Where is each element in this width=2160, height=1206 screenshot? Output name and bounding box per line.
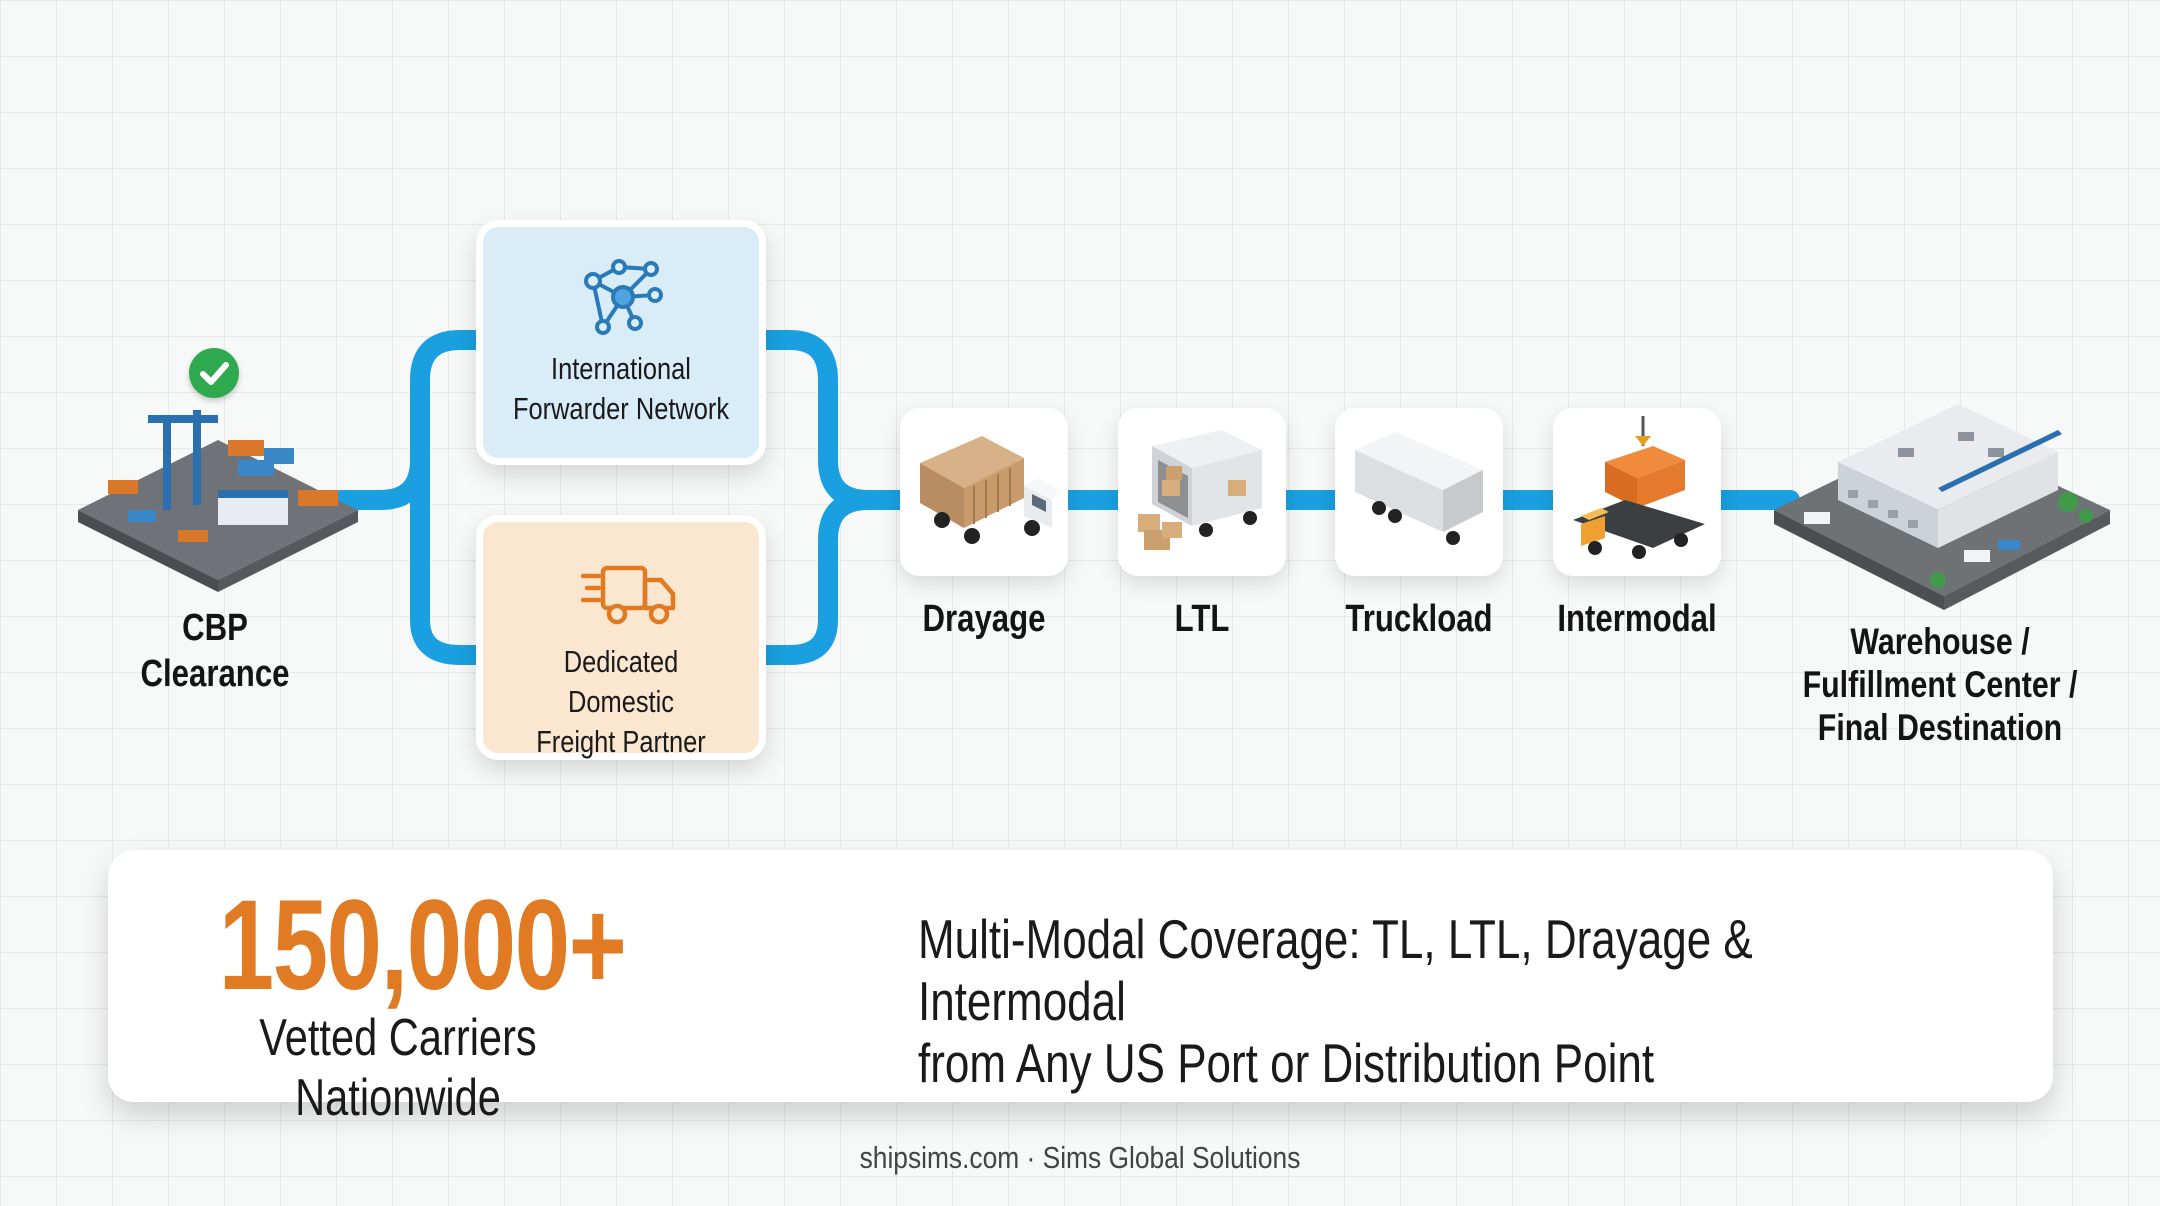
intermodal-card <box>1553 408 1721 576</box>
ltl-card <box>1118 408 1286 576</box>
container-truck-icon <box>920 436 1060 544</box>
warehouse-icon <box>1774 404 2110 610</box>
destination-label: Warehouse / Fulfillment Center / Final D… <box>1802 621 2078 748</box>
intermodal-label: Intermodal <box>1557 598 1717 640</box>
international-forwarder-title: International Forwarder Network <box>512 351 730 426</box>
stats-panel: 150,000+ Vetted Carriers Nationwide Mult… <box>108 850 2053 1127</box>
domestic-partner-title: Dedicated Domestic Freight Partner <box>536 644 706 759</box>
international-forwarder-card: International Forwarder Network <box>476 220 766 465</box>
domestic-partner-card: Dedicated Domestic Freight Partner <box>476 515 766 760</box>
footer-credit: shipsims.com · Sims Global Solutions <box>859 1140 1301 1175</box>
carrier-count-caption: Vetted Carriers Nationwide <box>259 1009 537 1127</box>
connector-merge <box>756 330 878 665</box>
origin-label: CBP Clearance <box>140 607 290 695</box>
fast-truck-icon <box>581 565 676 625</box>
box-trailer-icon <box>1355 432 1483 545</box>
ltl-label: LTL <box>1174 598 1230 640</box>
truckload-card <box>1335 408 1503 576</box>
network-icon <box>584 259 663 335</box>
crane-container-icon <box>1573 416 1705 559</box>
drayage-card <box>900 408 1068 576</box>
drayage-label: Drayage <box>922 598 1046 640</box>
connector-split <box>370 330 490 665</box>
coverage-statement: Multi-Modal Coverage: TL, LTL, Drayage &… <box>918 908 1753 1094</box>
truckload-label: Truckload <box>1345 598 1493 640</box>
check-icon <box>189 348 239 398</box>
port-terminal-icon <box>78 410 358 592</box>
carrier-count: 150,000+ <box>218 874 627 1017</box>
ltl-truck-icon <box>1138 430 1262 550</box>
